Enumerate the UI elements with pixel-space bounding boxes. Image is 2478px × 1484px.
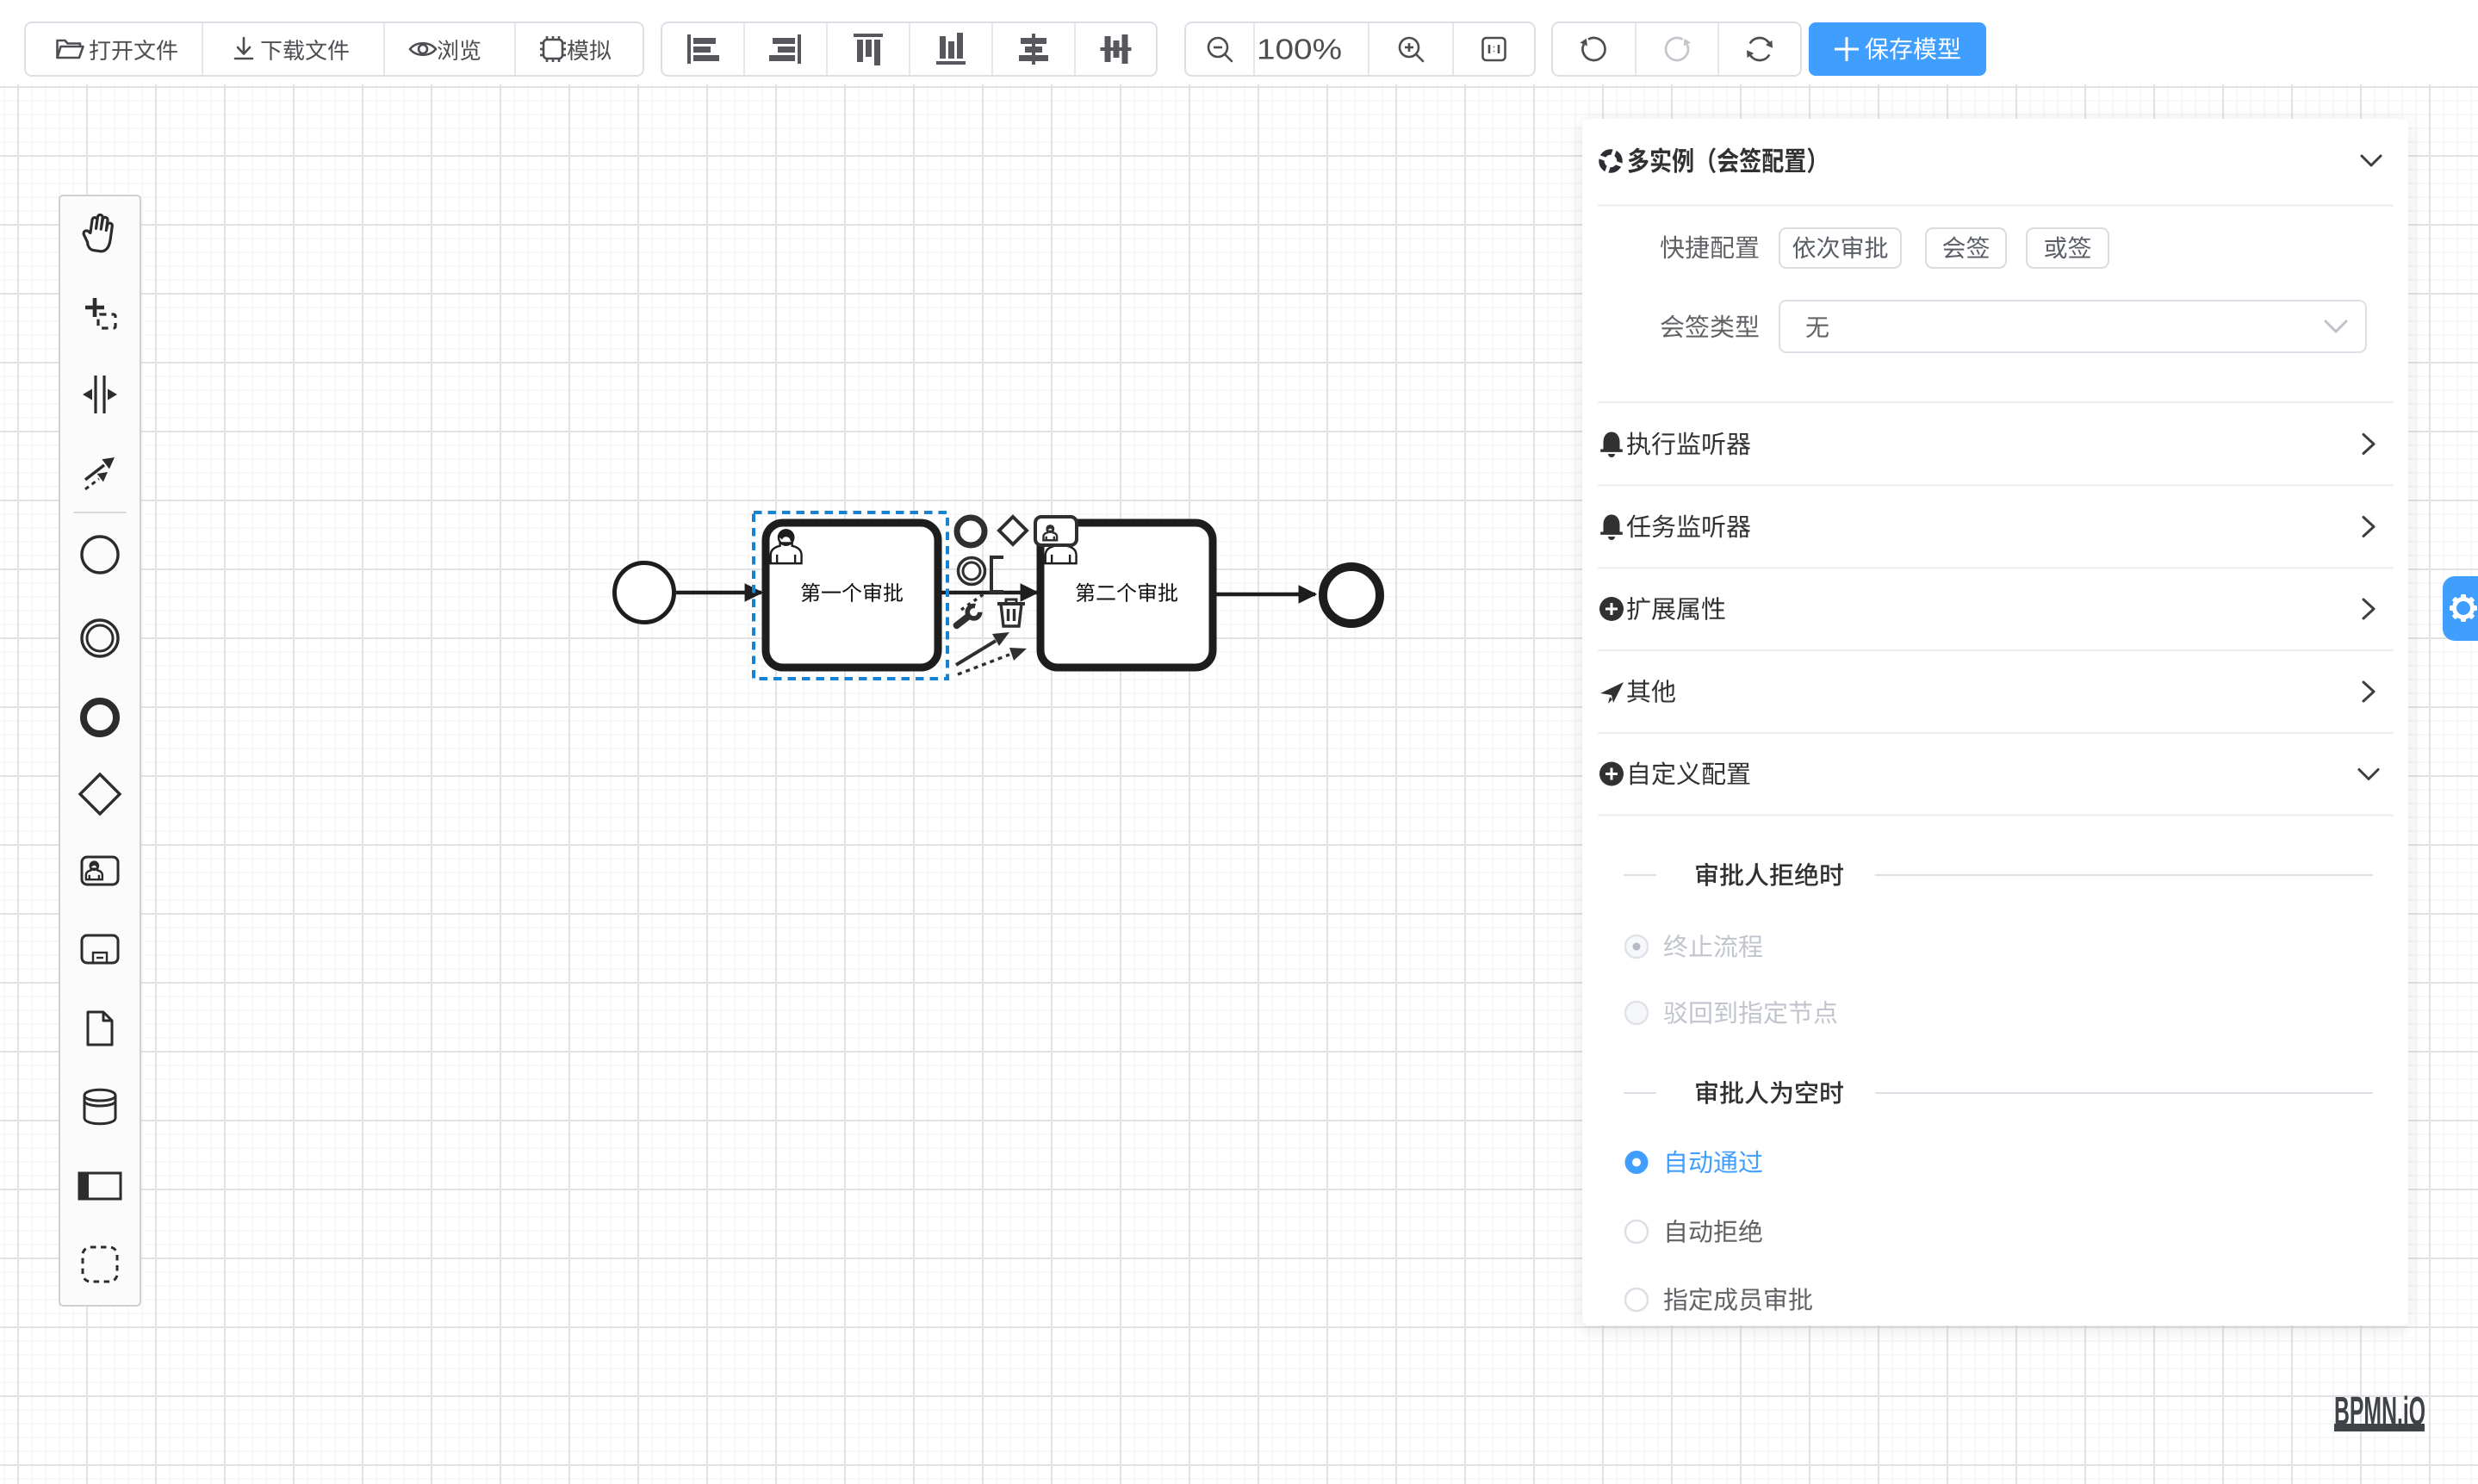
- svg-text:100%: 100%: [1257, 34, 1342, 65]
